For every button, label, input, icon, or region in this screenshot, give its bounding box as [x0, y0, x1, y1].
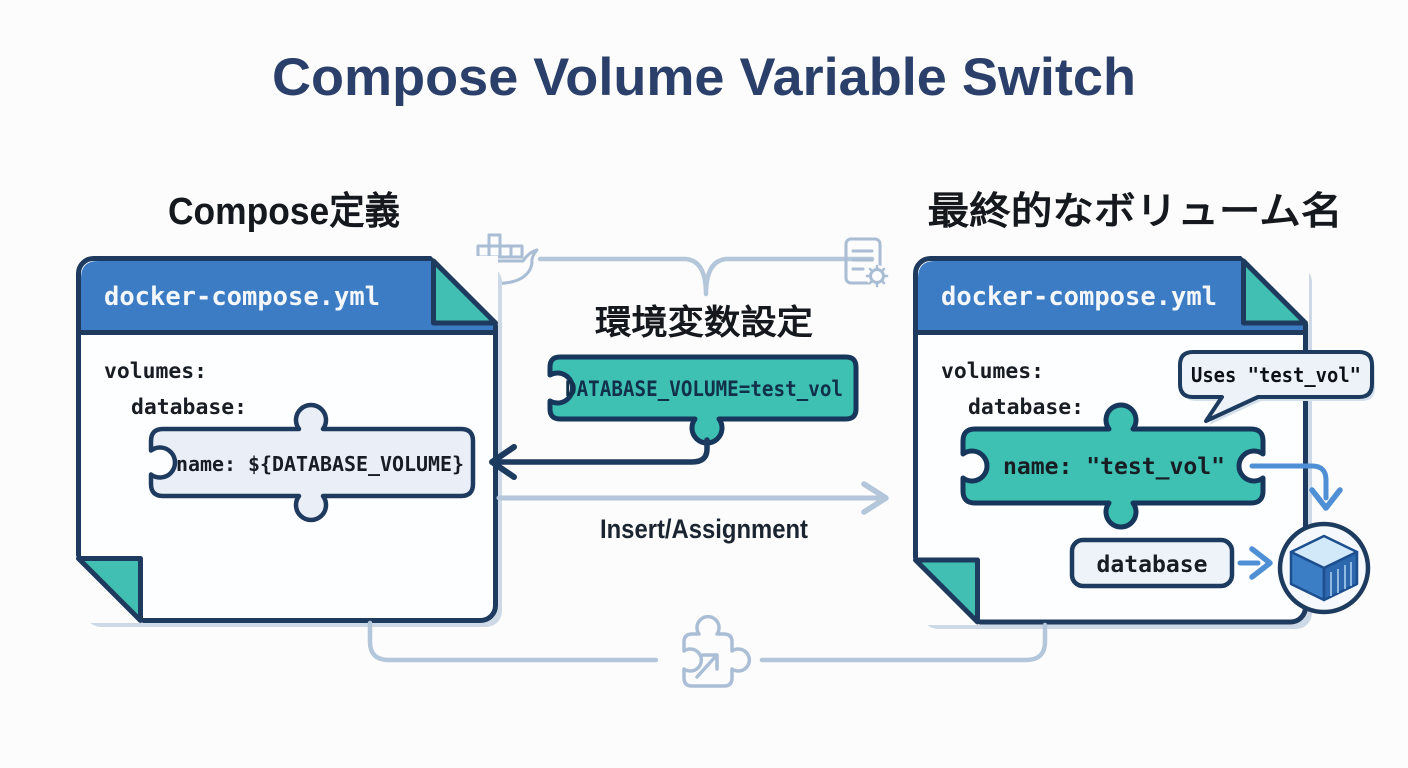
resolved-to-container-arrow [1249, 463, 1329, 501]
uses-callout-bubble: Uses "test_vol" [1178, 350, 1375, 425]
left-yaml-database: database: [131, 395, 247, 420]
left-corner-fold [431, 258, 498, 326]
bottom-connector-right [759, 622, 1048, 663]
right-corner-fold [1241, 258, 1308, 326]
env-heading: 環境変数設定 [595, 303, 813, 342]
left-variable-puzzle-piece [148, 402, 476, 523]
left-compose-card: docker-compose.yml volumes: database: na… [76, 256, 502, 627]
chip-to-container-arrowhead [1249, 546, 1273, 580]
right-compose-card: docker-compose.yml volumes: database: na… [913, 256, 1312, 629]
env-var-value: DATABASE_VOLUME=test_vol [565, 377, 843, 401]
page-title: Compose Volume Variable Switch [272, 48, 1136, 107]
document-gear-icon [844, 237, 889, 288]
callout-balloon [1178, 350, 1374, 423]
volume-name-label: database [1097, 552, 1208, 578]
insert-assignment-arrowhead [861, 481, 889, 515]
cube-ribs [1330, 562, 1352, 596]
left-bottom-corner-fold [76, 556, 143, 623]
left-card-header [81, 261, 493, 332]
right-resolved-puzzle-piece [960, 402, 1266, 530]
right-bottom-corner-fold [913, 557, 980, 625]
volume-name-chip [1069, 537, 1235, 589]
substitution-arrowhead [489, 444, 517, 480]
top-connector-line [537, 256, 875, 297]
resolved-to-container-arrowhead [1309, 487, 1343, 511]
env-var-puzzle-box [547, 354, 859, 446]
docker-container-icon [1277, 521, 1371, 615]
right-yaml-volumes: volumes: [941, 359, 1044, 384]
gear-teeth [865, 264, 889, 288]
doc-lines [851, 249, 874, 271]
puzzle-link-icon [682, 614, 752, 688]
right-puzzle-label: name: "test_vol" [1003, 454, 1225, 480]
puzzle-link-arrow [695, 653, 719, 679]
left-puzzle-label: name: ${DATABASE_VOLUME} [176, 452, 464, 476]
right-yaml-database: database: [968, 395, 1084, 420]
puzzle-link-outline [682, 614, 752, 688]
left-yaml-volumes: volumes: [104, 359, 207, 384]
cube-right-face [1322, 550, 1359, 602]
insert-assignment-label: Insert/Assignment [600, 514, 808, 544]
bottom-connector-left [367, 620, 659, 663]
left-file-name: docker-compose.yml [104, 282, 380, 312]
right-file-name: docker-compose.yml [941, 282, 1217, 312]
doc-outline [844, 237, 882, 285]
left-section-heading: Compose定義 [168, 191, 400, 233]
right-section-heading: 最終的なボリューム名 [928, 191, 1343, 233]
right-card-header [918, 261, 1303, 332]
substitution-arrow [497, 437, 710, 465]
callout-text: Uses "test_vol" [1191, 363, 1361, 387]
whale-containers [476, 233, 524, 259]
